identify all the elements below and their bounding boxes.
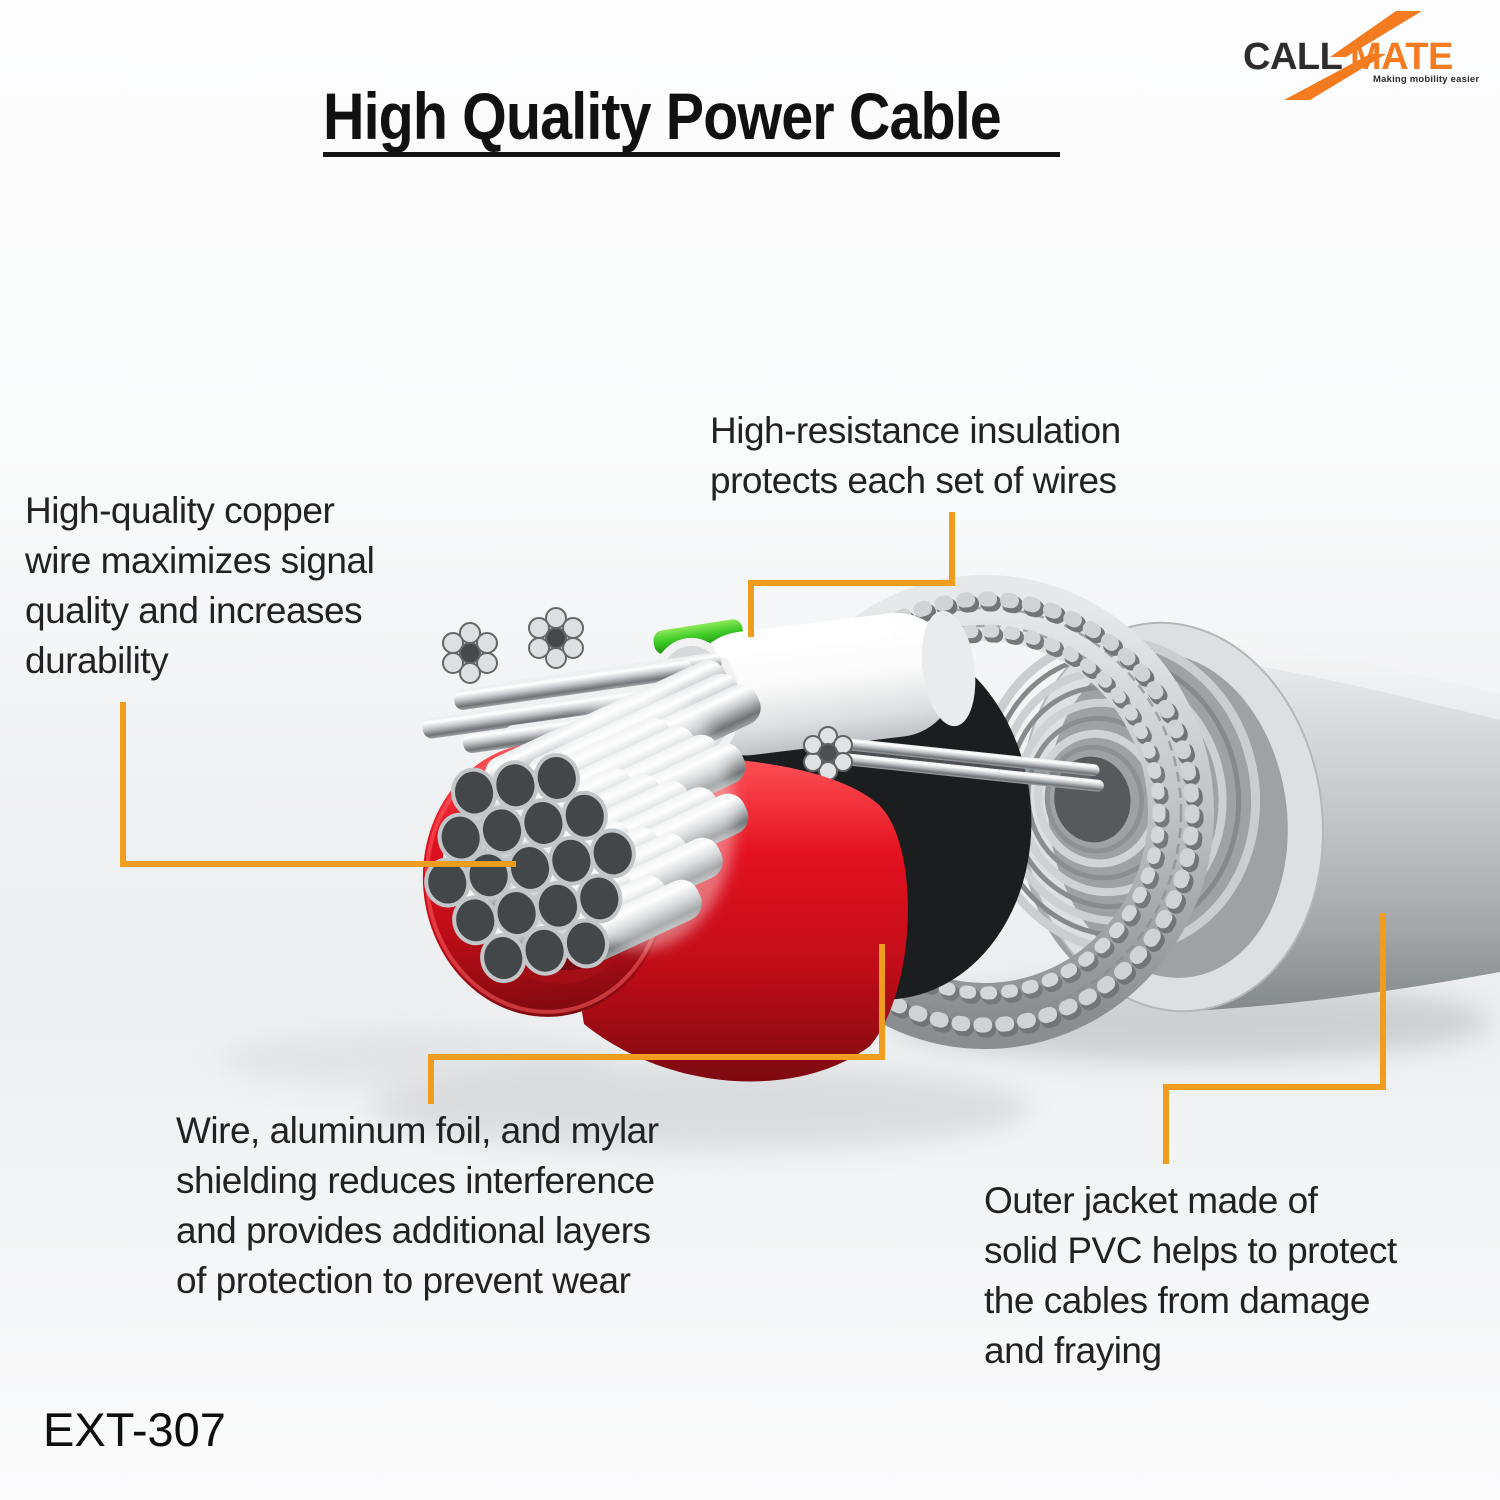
leader-line-insulation [748, 512, 955, 637]
callout-copper-wire: High-quality copper wire maximizes signa… [25, 490, 375, 681]
callout-insulation: High-resistance insulation protects each… [710, 410, 1121, 501]
callout-shielding: Wire, aluminum foil, and mylar shielding… [176, 1110, 659, 1301]
copper-strands [424, 660, 761, 983]
twisted-pair-flower-cap [803, 726, 853, 781]
title-underline [323, 152, 1060, 157]
brand-logo: CALL MATE Making mobility easier [1240, 8, 1480, 108]
white-strand-flower-cap [442, 607, 584, 684]
leader-line-copper [120, 702, 516, 867]
logo-bolt-icon [1284, 11, 1422, 100]
logo-word-call: CALL [1243, 36, 1343, 78]
page-title: High Quality Power Cable [323, 79, 1002, 153]
logo-word-mate: MATE [1350, 36, 1453, 78]
leader-line-shielding [428, 944, 885, 1104]
callout-outer-jacket: Outer jacket made of solid PVC helps to … [984, 1180, 1397, 1371]
leader-line-jacket [1163, 913, 1386, 1164]
logo-tagline: Making mobility easier [1373, 74, 1480, 85]
leader-lines [120, 512, 1386, 1164]
model-number: EXT-307 [43, 1403, 226, 1456]
copper-strand-end-caps [424, 753, 636, 983]
twisted-pair [803, 726, 1104, 792]
